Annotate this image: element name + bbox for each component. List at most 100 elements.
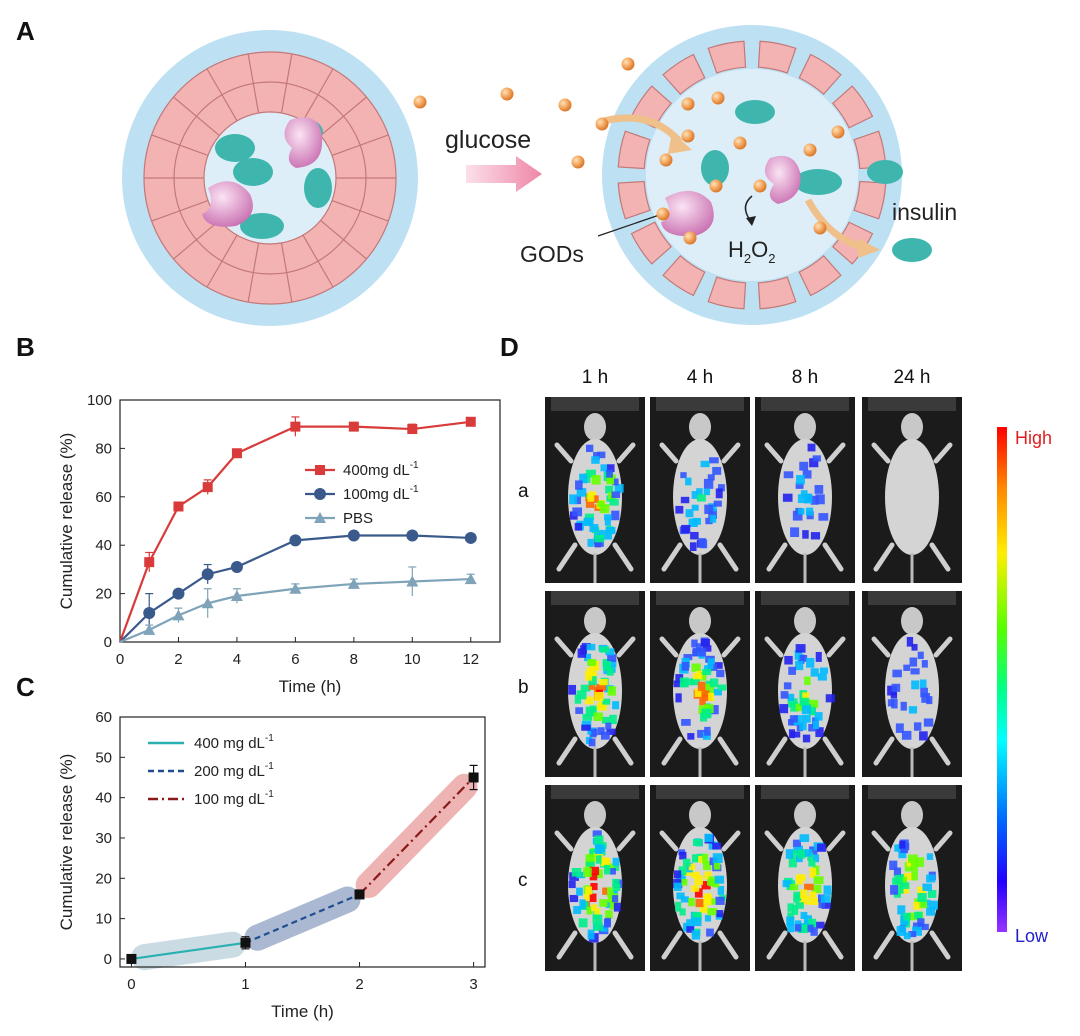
heat-pixel	[574, 496, 582, 505]
heat-pixel	[681, 524, 691, 534]
y-tick-label: 30	[95, 830, 112, 847]
mouse-limbs	[659, 442, 741, 572]
heat-pixel	[703, 488, 711, 496]
heat-pixel	[699, 698, 706, 706]
heat-pixel	[586, 643, 596, 651]
glucose-particle	[656, 207, 670, 221]
heat-pixel	[681, 719, 691, 726]
heat-pixel	[715, 896, 725, 905]
x-tick-label: 6	[291, 651, 299, 668]
heat-pixel	[705, 517, 713, 525]
heat-pixel	[609, 714, 617, 725]
data-point	[347, 577, 360, 589]
heat-pixel	[585, 706, 594, 717]
heat-pixel	[594, 538, 604, 547]
data-point	[290, 421, 301, 432]
heat-pixel	[588, 738, 596, 747]
heat-pixel	[584, 653, 592, 662]
heat-pixel	[571, 867, 582, 877]
mouse-limbs	[764, 830, 846, 960]
heat-pixel	[573, 905, 582, 914]
heat-pixel	[586, 906, 593, 915]
mouse-image-svg	[755, 397, 855, 583]
heat-pixel	[694, 888, 703, 898]
heat-pixel	[612, 884, 621, 891]
heat-pixel	[913, 901, 922, 910]
x-tick-label: 10	[404, 651, 421, 668]
heat-pixel	[612, 701, 620, 710]
heat-pixel	[914, 911, 923, 919]
heat-pixel	[799, 834, 810, 843]
heat-pixel	[600, 731, 610, 740]
heat-pixel	[590, 882, 598, 891]
colorbar-high-label: High	[1015, 428, 1053, 448]
heat-pixel	[699, 904, 708, 913]
legend-label: 400 mg dL-1	[194, 733, 274, 752]
heat-pixel	[694, 688, 705, 697]
heat-pixel	[787, 693, 795, 701]
heat-pixel	[675, 674, 684, 683]
heat-pixel	[823, 885, 832, 895]
plot-frame	[119, 399, 501, 643]
y-tick-label: 40	[95, 537, 112, 554]
heat-pixel	[716, 910, 724, 918]
heat-pixel	[605, 527, 616, 535]
heat-pixel	[919, 731, 928, 741]
heat-pixel	[680, 496, 690, 504]
glucose-particle	[683, 231, 697, 245]
capsule-segment	[798, 53, 842, 96]
heat-pixel	[814, 485, 824, 494]
heat-pixel	[789, 884, 799, 891]
heat-pixel	[714, 875, 725, 884]
heat-pixel	[796, 475, 805, 485]
panel-label-c: C	[16, 672, 35, 702]
heat-pixel	[813, 854, 820, 863]
heat-pixel	[783, 682, 792, 690]
mouse-head	[689, 801, 711, 829]
series-line	[245, 893, 360, 944]
heat-pixel	[584, 696, 594, 705]
mouse-head	[901, 801, 923, 829]
heat-pixel	[926, 906, 936, 916]
heat-pixel	[799, 461, 809, 471]
mouse-image-svg	[545, 397, 645, 583]
heat-pixel	[594, 908, 601, 915]
heat-pixel	[689, 542, 697, 552]
heat-pixel	[675, 901, 682, 912]
heat-pixel	[692, 673, 703, 680]
mouse-head	[794, 801, 816, 829]
gods-label: GODs	[520, 241, 584, 267]
mouse-head	[584, 607, 606, 635]
heat-pixel	[909, 657, 918, 667]
heat-pixel	[794, 649, 803, 660]
heat-pixel	[688, 863, 696, 871]
heat-pixel	[612, 864, 620, 871]
heat-pixel	[690, 678, 700, 686]
heat-pixel	[691, 917, 702, 927]
heat-pixel	[920, 687, 928, 698]
heat-pixel	[687, 733, 695, 740]
mouse-head	[584, 801, 606, 829]
heat-pixel	[679, 851, 687, 860]
heat-pixel	[586, 859, 595, 867]
panel-label-b: B	[16, 332, 35, 362]
heat-pixel	[782, 880, 792, 888]
mouse-limbs	[554, 442, 636, 572]
heat-pixel	[788, 666, 797, 675]
capsule-segment	[617, 130, 651, 170]
heat-pixel	[594, 835, 604, 845]
heat-pixel	[808, 724, 817, 732]
insulin-right	[701, 100, 932, 262]
heat-pixel	[792, 510, 803, 521]
heat-pixel	[790, 527, 800, 538]
heat-pixel	[802, 530, 809, 539]
data-point	[201, 597, 214, 609]
heat-pixel	[612, 478, 619, 486]
capsule-ring-line	[173, 81, 367, 275]
col-head-1h: 1 h	[581, 367, 609, 388]
heat-pixel	[576, 887, 583, 896]
heat-pixel	[716, 669, 725, 678]
heat-pixel	[586, 667, 595, 677]
heat-pixel	[912, 926, 922, 936]
heat-pixel	[681, 661, 690, 671]
